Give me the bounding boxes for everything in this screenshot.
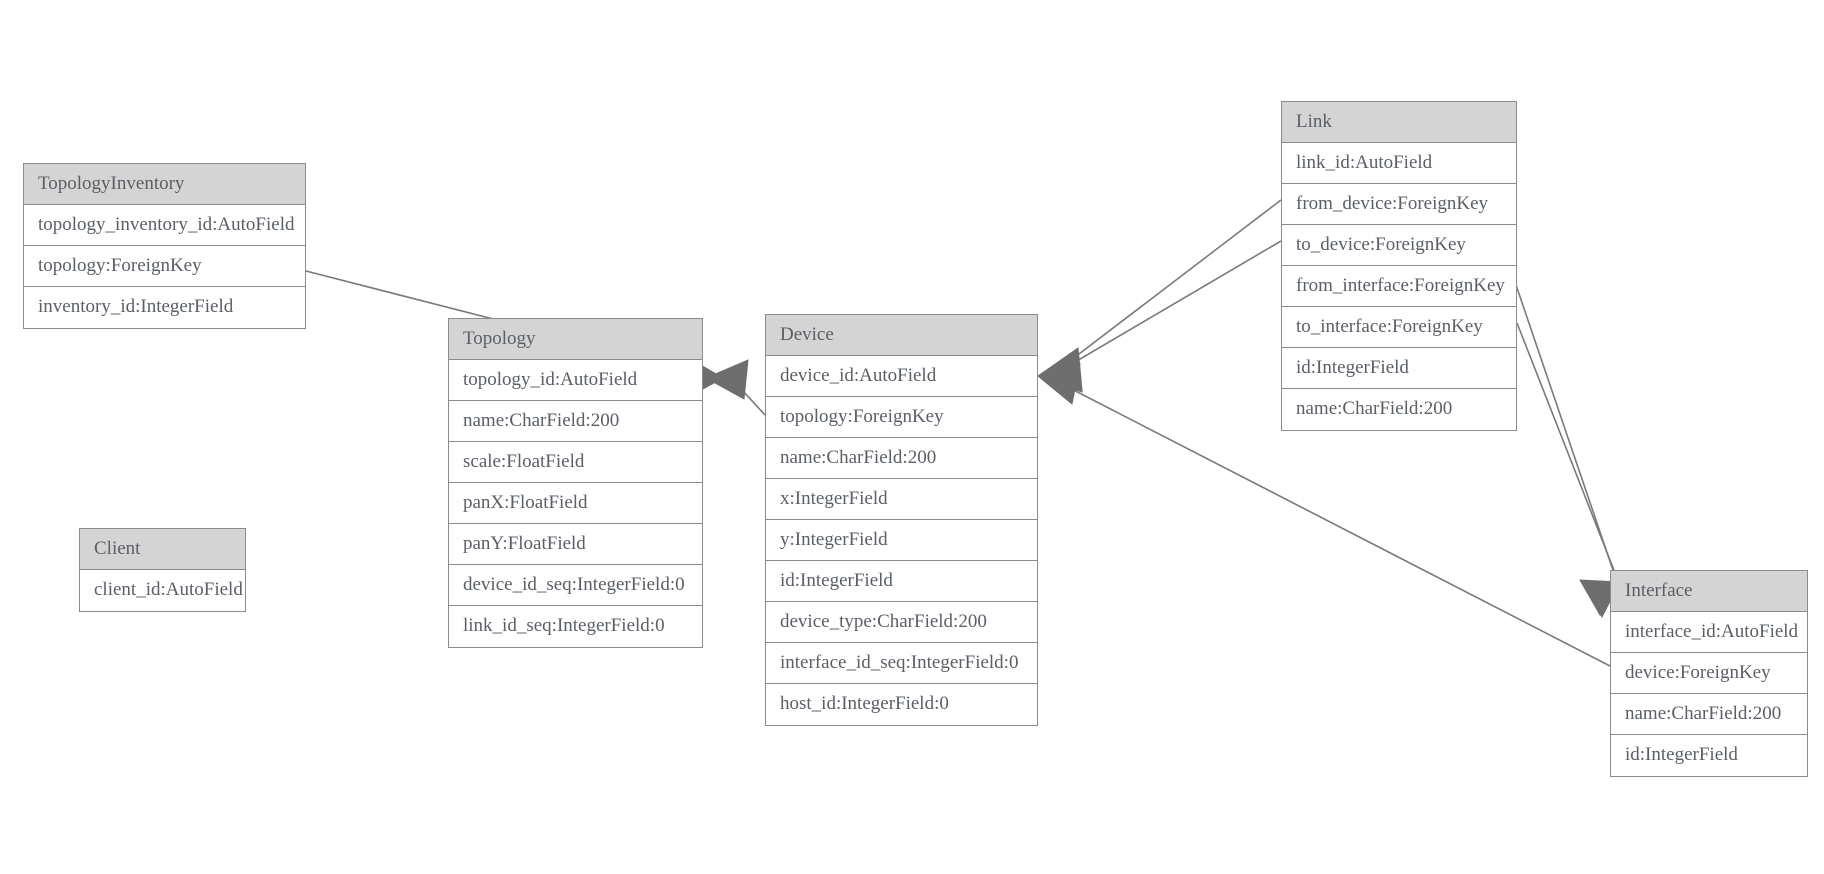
relation-device-topology: [704, 359, 766, 416]
relation-link-tointerface-interface: [1516, 322, 1621, 619]
entity-field[interactable]: device_id_seq:IntegerField:0: [449, 565, 702, 606]
entity-title-client: Client: [80, 529, 245, 570]
entity-field[interactable]: id:IntegerField: [1282, 348, 1516, 389]
entity-field[interactable]: name:CharField:200: [1296, 398, 1453, 419]
entity-field[interactable]: device_type:CharField:200: [766, 602, 1037, 643]
entity-field[interactable]: to_device:ForeignKey: [1282, 225, 1516, 266]
relation-line: [1516, 322, 1618, 579]
relation-line: [1514, 281, 1616, 577]
entity-field[interactable]: interface_id_seq:IntegerField:0: [766, 643, 1037, 684]
entity-field[interactable]: inventory_id:IntegerField: [38, 296, 234, 317]
entity-field[interactable]: topology_inventory_id:AutoField: [24, 205, 305, 246]
entity-title-link: Link: [1282, 102, 1516, 143]
entity-field[interactable]: topology:ForeignKey: [24, 246, 305, 287]
entity-field[interactable]: topology:ForeignKey: [766, 397, 1037, 438]
entity-field[interactable]: x:IntegerField: [766, 479, 1037, 520]
entity-field[interactable]: topology_id:AutoField: [449, 360, 702, 401]
entity-field[interactable]: id:IntegerField: [1625, 744, 1738, 765]
entity-field[interactable]: client_id:AutoField: [94, 579, 243, 600]
entity-field[interactable]: host_id:IntegerField:0: [780, 693, 949, 714]
relation-line: [1057, 199, 1282, 371]
entity-field[interactable]: name:CharField:200: [449, 401, 702, 442]
entity-title-topology: Topology: [449, 319, 702, 360]
entity-field[interactable]: panY:FloatField: [449, 524, 702, 565]
relation-arrowhead-icon: [1036, 347, 1083, 391]
entity-field[interactable]: id:IntegerField: [766, 561, 1037, 602]
entity-field[interactable]: link_id:AutoField: [1282, 143, 1516, 184]
relation-link-fromdevice-device: [1036, 199, 1282, 391]
entity-field[interactable]: link_id_seq:IntegerField:0: [463, 615, 665, 636]
entity-field[interactable]: scale:FloatField: [449, 442, 702, 483]
entity-field[interactable]: panX:FloatField: [449, 483, 702, 524]
relation-line: [730, 377, 766, 416]
entity-field[interactable]: from_interface:ForeignKey: [1282, 266, 1516, 307]
entity-field[interactable]: from_device:ForeignKey: [1282, 184, 1516, 225]
entity-field[interactable]: device_id:AutoField: [766, 356, 1037, 397]
entity-field[interactable]: interface_id:AutoField: [1611, 612, 1807, 653]
relation-arrowhead-icon: [704, 359, 749, 400]
entity-title-interface: Interface: [1611, 571, 1807, 612]
entity-field[interactable]: name:CharField:200: [766, 438, 1037, 479]
relation-link-frominterface-interface: [1514, 281, 1621, 616]
entity-client[interactable]: Client client_id:AutoField: [79, 528, 246, 612]
entity-field[interactable]: name:CharField:200: [1611, 694, 1807, 735]
relation-arrowhead-icon: [1036, 349, 1083, 393]
entity-field[interactable]: to_interface:ForeignKey: [1282, 307, 1516, 348]
entity-field[interactable]: y:IntegerField: [766, 520, 1037, 561]
entity-title-topology-inventory: TopologyInventory: [24, 164, 305, 205]
entity-title-device: Device: [766, 315, 1037, 356]
entity-field[interactable]: device:ForeignKey: [1611, 653, 1807, 694]
relation-line: [1057, 240, 1282, 373]
relation-link-todevice-device: [1036, 240, 1282, 393]
relation-arrowhead-icon: [1036, 363, 1081, 405]
